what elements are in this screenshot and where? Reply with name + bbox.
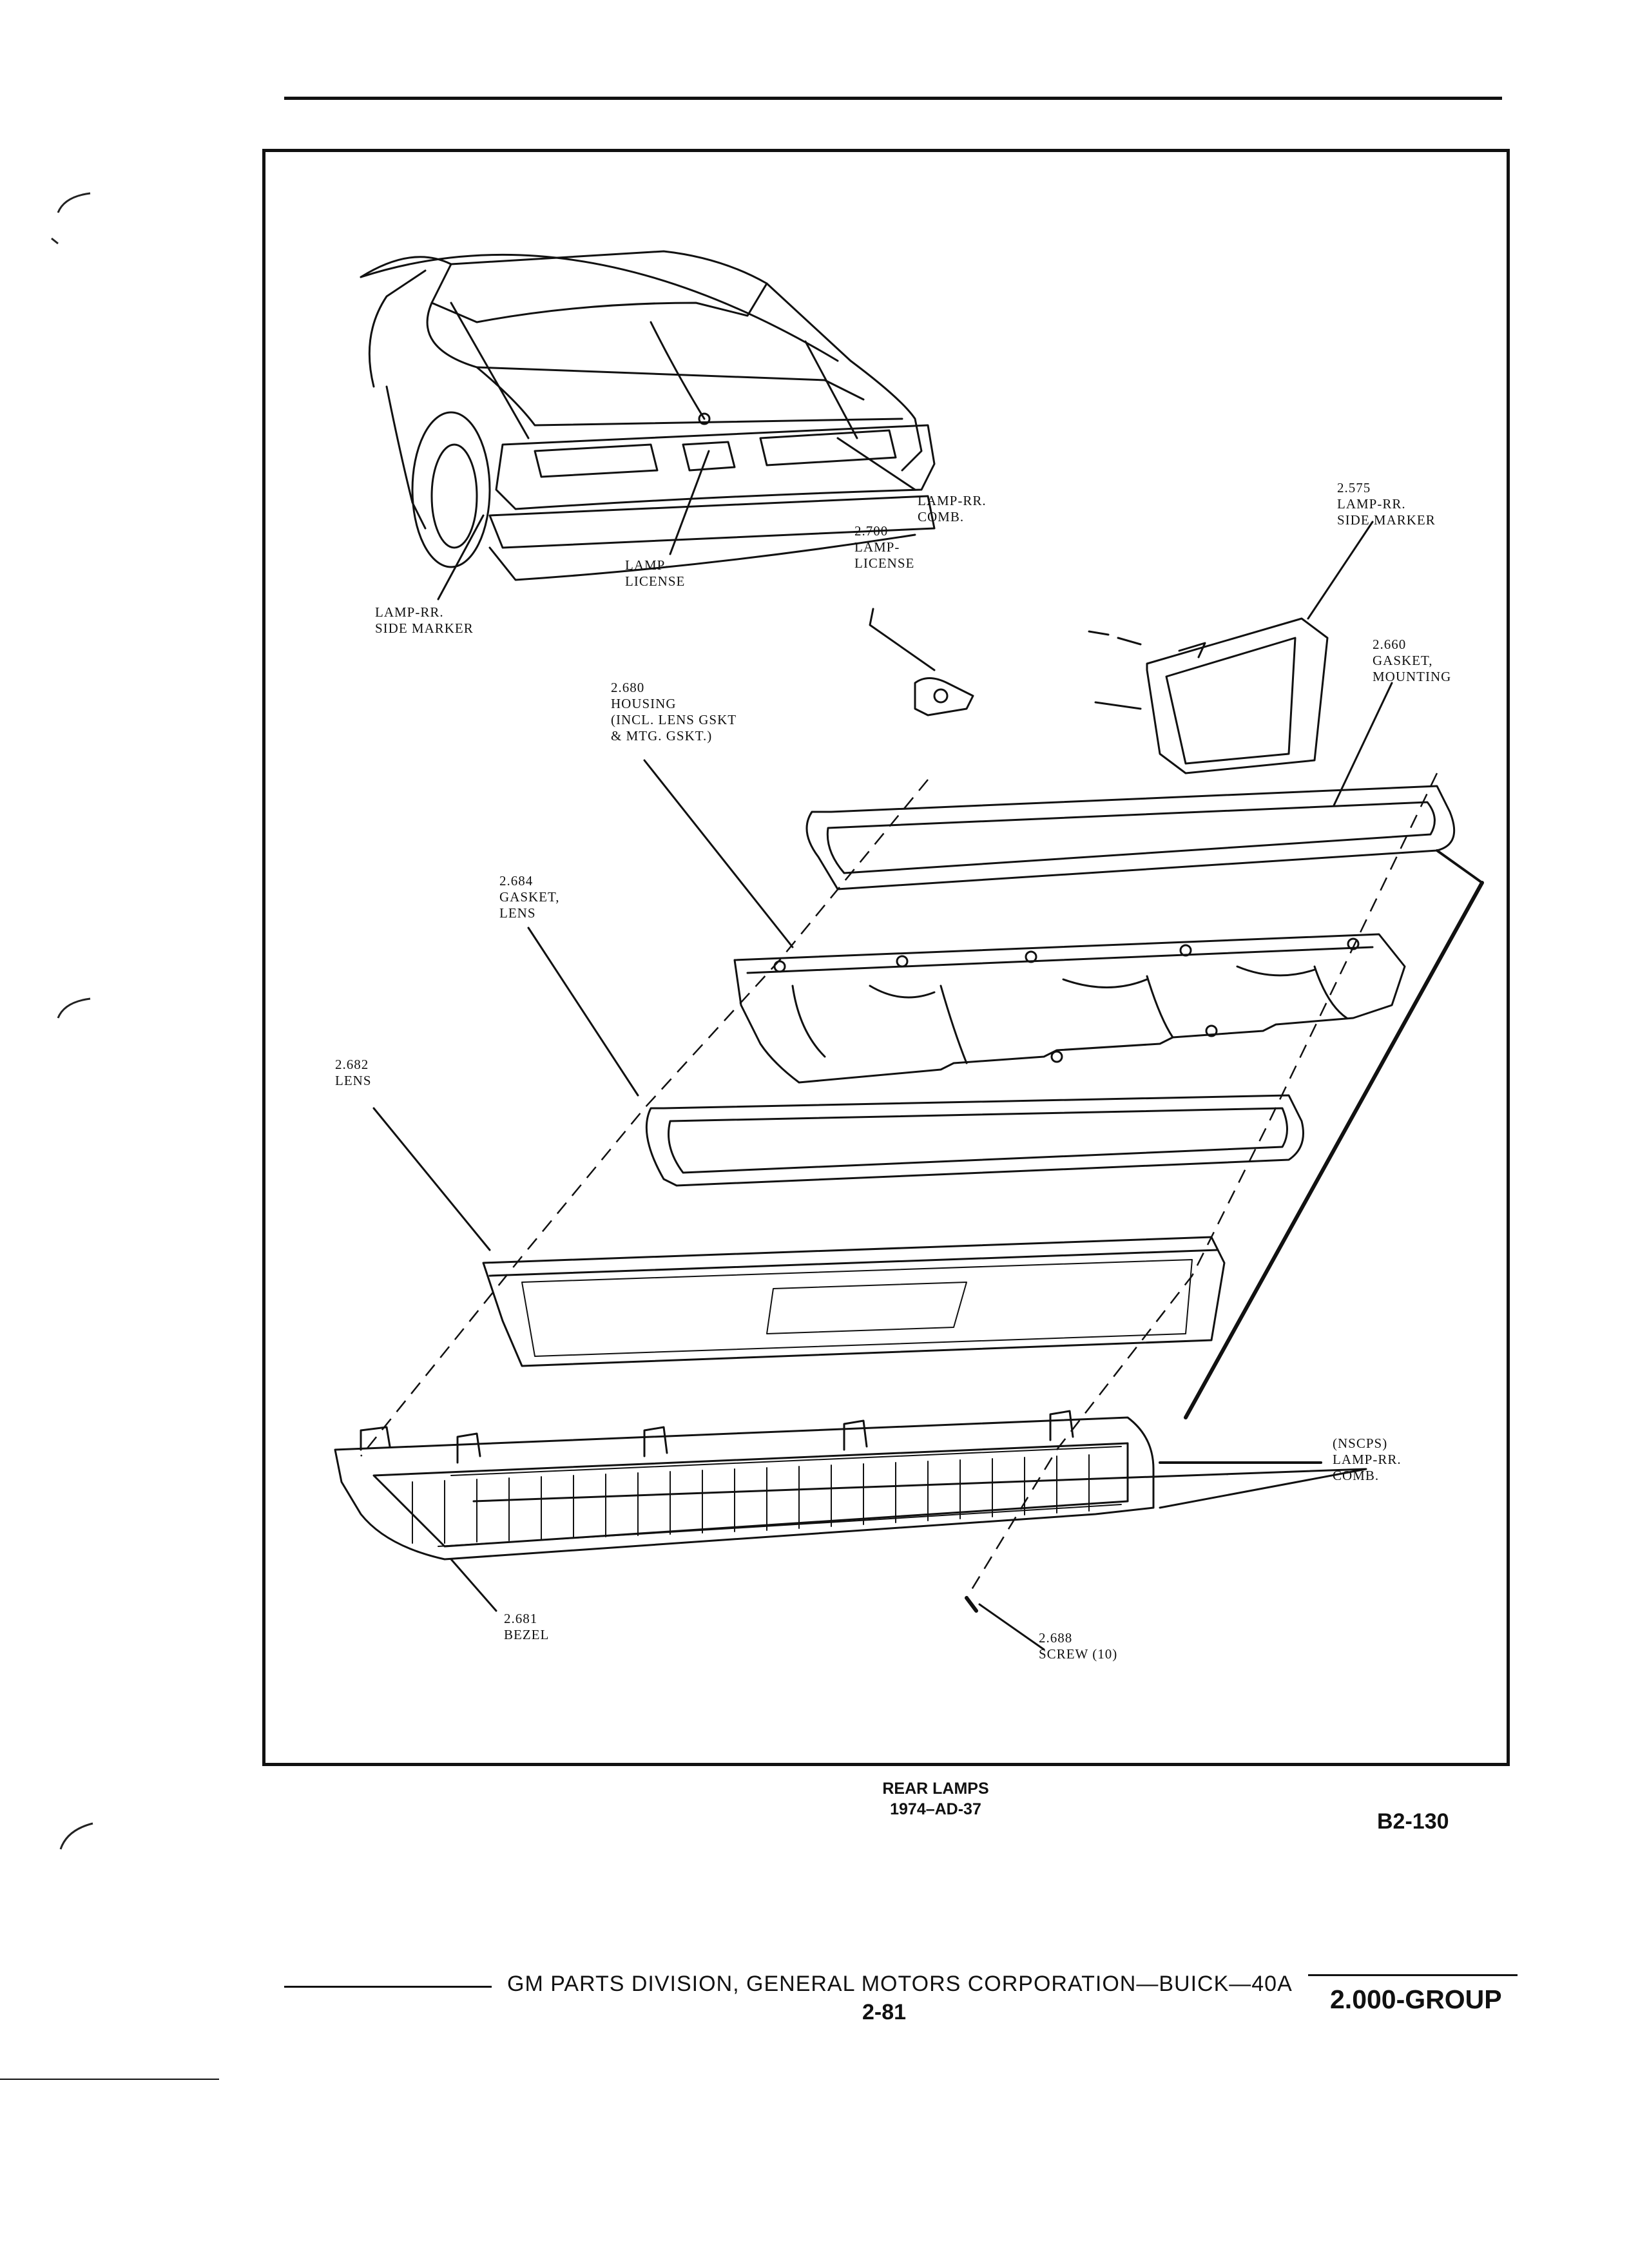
figure-caption-title: REAR LAMPS (882, 1780, 989, 1798)
label-side-marker-left: LAMP-RR. SIDE MARKER (375, 604, 474, 636)
label-part-2660: 2.660 GASKET, MOUNTING (1373, 637, 1452, 684)
label-part-2688: 2.688 SCREW (10) (1039, 1630, 1118, 1662)
label-part-2700: 2.700 LAMP- LICENSE (854, 523, 915, 571)
header-rule (284, 97, 1502, 100)
label-part-2682: 2.682 LENS (335, 1057, 372, 1088)
figure-caption-code: 1974–AD-37 (890, 1800, 981, 1818)
binder-hole-marks (51, 192, 93, 1850)
label-part-2681: 2.681 BEZEL (504, 1611, 550, 1642)
label-part-2680: 2.680 HOUSING (INCL. LENS GSKT & MTG. GS… (611, 680, 737, 744)
footer-publisher-text: GM PARTS DIVISION, GENERAL MOTORS CORPOR… (507, 1972, 1293, 1996)
label-part-nscps: (NSCPS) LAMP-RR. COMB. (1333, 1436, 1402, 1483)
figure-reference: B2-130 (1377, 1809, 1449, 1834)
bottom-edge-rule (0, 2079, 219, 2080)
footer-rule-left (284, 1986, 492, 1988)
label-comb-lamp: LAMP-RR. COMB. (918, 493, 987, 524)
label-part-2575: 2.575 LAMP-RR. SIDE MARKER (1337, 480, 1436, 528)
group-number: 2.000-GROUP (1330, 1984, 1502, 2014)
page-number: 2-81 (862, 2000, 907, 2024)
footer-rule-right (1308, 1974, 1518, 1976)
illustration-frame (262, 149, 1510, 1766)
car-rear-view (360, 250, 936, 581)
label-part-2684: 2.684 GASKET, LENS (499, 873, 560, 921)
label-license-lamp: LAMP- LICENSE (625, 557, 686, 589)
